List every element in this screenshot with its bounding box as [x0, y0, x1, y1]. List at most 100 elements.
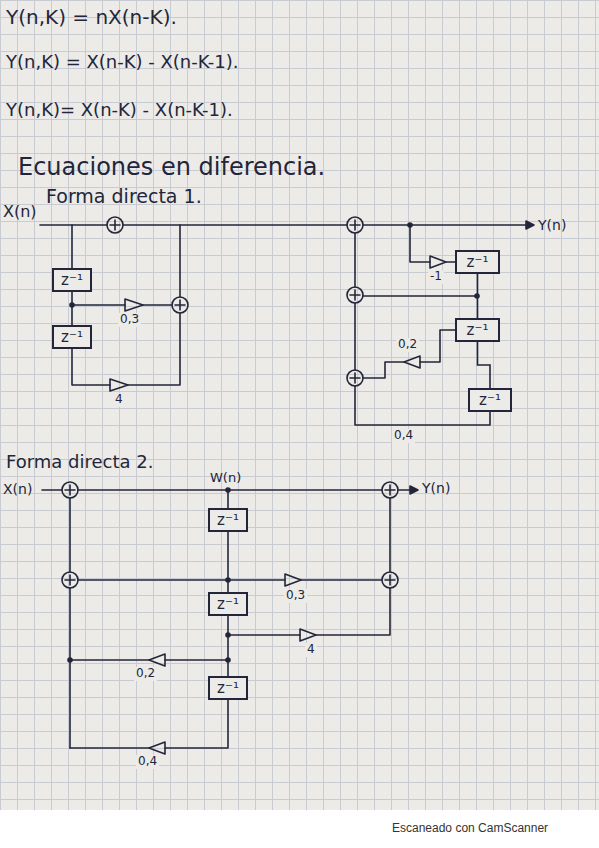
wire-stroke — [363, 295, 477, 297]
delay-box: z⁻¹ — [208, 508, 248, 532]
wire-stroke — [70, 659, 149, 661]
wire-stroke — [78, 579, 228, 581]
wire-stroke — [385, 575, 395, 585]
wire-stroke — [446, 261, 455, 263]
wire-stroke — [430, 256, 446, 268]
wire-stroke — [70, 747, 149, 749]
heading: Forma directa 2. — [6, 452, 153, 473]
wire-stroke — [526, 221, 534, 229]
wire-stroke — [42, 489, 62, 491]
wire-stroke — [389, 498, 391, 572]
connector-line — [71, 292, 73, 325]
wire-stroke — [285, 574, 301, 586]
wire-stroke — [165, 659, 228, 661]
wire-stroke — [72, 349, 110, 385]
gain-value: 0,3 — [284, 589, 307, 603]
delay-chain-line — [228, 532, 229, 592]
gain-value: 0,4 — [136, 755, 159, 769]
signal-name: X(n) — [3, 481, 32, 497]
wire-stroke — [69, 588, 71, 748]
signal-name: W(n) — [210, 471, 241, 486]
gain-value: 4 — [305, 643, 317, 657]
direct-form-2-wires — [42, 486, 418, 748]
wire-stroke — [350, 373, 360, 383]
signal-name: Y(n) — [538, 217, 566, 233]
wire-stroke — [65, 575, 75, 585]
wire-stroke — [62, 572, 78, 588]
wire-stroke — [408, 223, 412, 227]
wire-stroke — [69, 498, 71, 572]
connector-line — [227, 532, 229, 592]
wire-stroke — [347, 370, 363, 386]
delay-box: z⁻¹ — [208, 676, 248, 700]
signal-name: Y(n) — [422, 480, 450, 496]
wire-stroke — [410, 486, 418, 494]
wire-stroke — [420, 330, 455, 362]
wire-stroke — [350, 290, 360, 300]
wire-stroke — [301, 579, 382, 581]
wire-stroke — [354, 303, 356, 370]
direct-form-1-symbols — [70, 217, 479, 391]
delay-chain-line — [477, 274, 478, 318]
equation: Y(n,K)= X(n-K) - X(n-K-1). — [6, 100, 233, 121]
wire-stroke — [410, 225, 430, 262]
delay-box: z⁻¹ — [52, 268, 92, 292]
wire-stroke — [172, 297, 188, 313]
equation: Y(n,K) = nX(n-K). — [6, 6, 177, 29]
wire-stroke — [179, 225, 181, 297]
direct-form-1-wires — [40, 221, 534, 425]
wire-stroke — [71, 225, 73, 268]
gain-value: -1 — [428, 270, 444, 284]
wire-stroke — [165, 700, 228, 748]
wire-stroke — [363, 362, 404, 378]
heading: Ecuaciones en diferencia. — [18, 154, 325, 182]
wire-stroke — [382, 572, 398, 588]
wire-stroke — [385, 485, 395, 495]
delay-label: z⁻¹ — [61, 271, 83, 289]
equation: Y(n,K) = X(n-K) - X(n-K-1). — [6, 52, 238, 73]
delay-label: z⁻¹ — [467, 253, 489, 271]
wire-stroke — [149, 654, 165, 666]
connector-line — [227, 616, 229, 676]
wire-stroke — [354, 233, 356, 287]
delay-chain-line — [228, 616, 229, 676]
wire-stroke — [316, 588, 390, 635]
wire-stroke — [347, 287, 363, 303]
delay-label: z⁻¹ — [479, 391, 501, 409]
delay-box: z⁻¹ — [52, 325, 92, 349]
wire-stroke — [123, 224, 347, 226]
delay-box: z⁻¹ — [468, 388, 512, 412]
gain-value: 0,4 — [392, 429, 415, 443]
connector-line — [477, 274, 479, 318]
gain-value: 0,3 — [118, 313, 141, 327]
wire-stroke — [62, 482, 78, 498]
wire-stroke — [143, 304, 172, 306]
wire-stroke — [228, 579, 285, 581]
wire-stroke — [404, 356, 420, 368]
wire-stroke — [347, 217, 363, 233]
wire-stroke — [68, 658, 72, 662]
heading: Forma directa 1. — [46, 186, 202, 208]
wire-stroke — [228, 634, 300, 636]
wire-stroke — [125, 299, 143, 311]
wire-stroke — [107, 217, 123, 233]
delay-chain-line — [72, 292, 73, 325]
wire-stroke — [226, 488, 230, 492]
delay-box: z⁻¹ — [208, 592, 248, 616]
delay-box: z⁻¹ — [455, 318, 500, 342]
wire-stroke — [363, 224, 526, 226]
wire-stroke — [350, 220, 360, 230]
wire-stroke — [40, 224, 107, 226]
gain-value: 4 — [113, 393, 125, 407]
wire-stroke — [65, 485, 75, 495]
direct-form-2-symbols — [62, 482, 398, 754]
wire-stroke — [382, 482, 398, 498]
wire-stroke — [110, 220, 120, 230]
wire-stroke — [110, 379, 128, 391]
delay-label: z⁻¹ — [217, 511, 239, 529]
wire-stroke — [300, 629, 316, 641]
delay-chain-line — [478, 342, 491, 388]
delay-box: z⁻¹ — [455, 250, 500, 274]
